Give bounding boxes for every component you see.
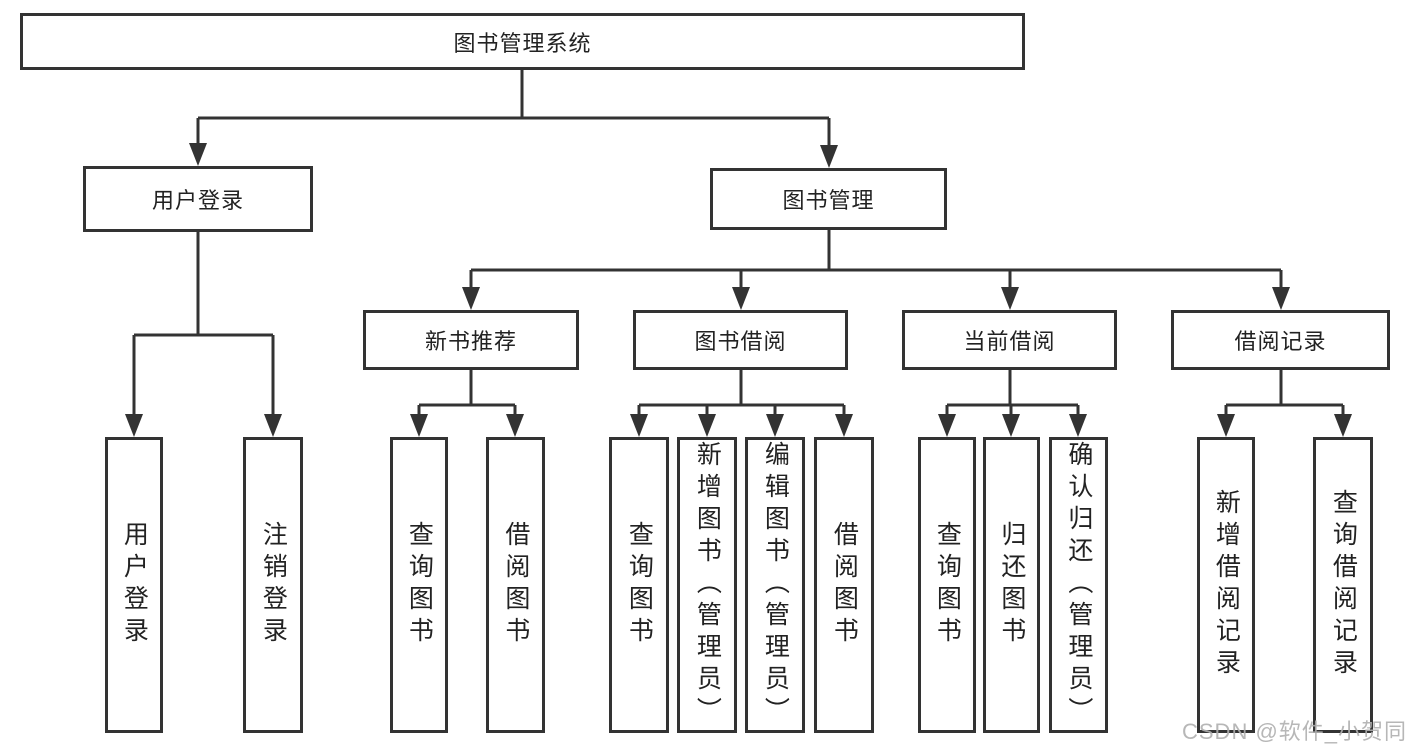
- node-book-management-label: 图书管理: [782, 188, 875, 213]
- node-user-login: 用户登录: [83, 166, 313, 232]
- leaf-logout-label: 注销登录: [259, 521, 288, 649]
- leaf-edit-books-admin: 编辑图书（管理员）: [745, 437, 805, 733]
- leaf-current-query-books-label: 查询图书: [933, 521, 962, 649]
- leaf-return-books: 归还图书: [983, 437, 1040, 733]
- leaf-borrow-query-books-label: 查询图书: [625, 521, 654, 649]
- leaf-logout: 注销登录: [243, 437, 303, 733]
- leaf-recommend-borrow-books: 借阅图书: [486, 437, 545, 733]
- leaf-query-borrow-record: 查询借阅记录: [1313, 437, 1373, 733]
- leaf-recommend-borrow-books-label: 借阅图书: [501, 521, 530, 649]
- leaf-recommend-query-books: 查询图书: [390, 437, 448, 733]
- node-current-borrow: 当前借阅: [902, 310, 1117, 370]
- leaf-current-query-books: 查询图书: [918, 437, 976, 733]
- node-borrow-records-label: 借阅记录: [1234, 329, 1327, 354]
- node-book-borrow: 图书借阅: [633, 310, 848, 370]
- csdn-watermark: CSDN @软件_小贺同学: [1182, 719, 1405, 744]
- node-borrow-records: 借阅记录: [1171, 310, 1390, 370]
- node-root-system: 图书管理系统: [20, 13, 1025, 70]
- leaf-borrow-books: 借阅图书: [814, 437, 874, 733]
- leaf-borrow-books-label: 借阅图书: [830, 521, 859, 649]
- leaf-add-borrow-record: 新增借阅记录: [1197, 437, 1255, 733]
- node-new-book-recommend: 新书推荐: [363, 310, 579, 370]
- node-book-management: 图书管理: [710, 168, 947, 230]
- leaf-add-books-admin-label: 新增图书（管理员）: [693, 441, 722, 729]
- leaf-user-login-label: 用户登录: [120, 521, 149, 649]
- node-root-label: 图书管理系统: [453, 30, 592, 56]
- leaf-confirm-return-admin: 确认归还（管理员）: [1049, 437, 1108, 733]
- node-user-login-label: 用户登录: [151, 188, 244, 213]
- leaf-borrow-query-books: 查询图书: [609, 437, 669, 733]
- leaf-add-books-admin: 新增图书（管理员）: [677, 437, 737, 733]
- leaf-user-login: 用户登录: [105, 437, 163, 733]
- node-current-borrow-label: 当前借阅: [963, 329, 1056, 354]
- leaf-add-borrow-record-label: 新增借阅记录: [1212, 489, 1241, 681]
- leaf-query-borrow-record-label: 查询借阅记录: [1329, 489, 1358, 681]
- leaf-edit-books-admin-label: 编辑图书（管理员）: [761, 441, 790, 729]
- leaf-recommend-query-books-label: 查询图书: [405, 521, 434, 649]
- leaf-confirm-return-admin-label: 确认归还（管理员）: [1064, 441, 1093, 729]
- node-book-borrow-label: 图书借阅: [694, 329, 787, 354]
- leaf-return-books-label: 归还图书: [997, 521, 1026, 649]
- node-new-book-recommend-label: 新书推荐: [424, 329, 517, 354]
